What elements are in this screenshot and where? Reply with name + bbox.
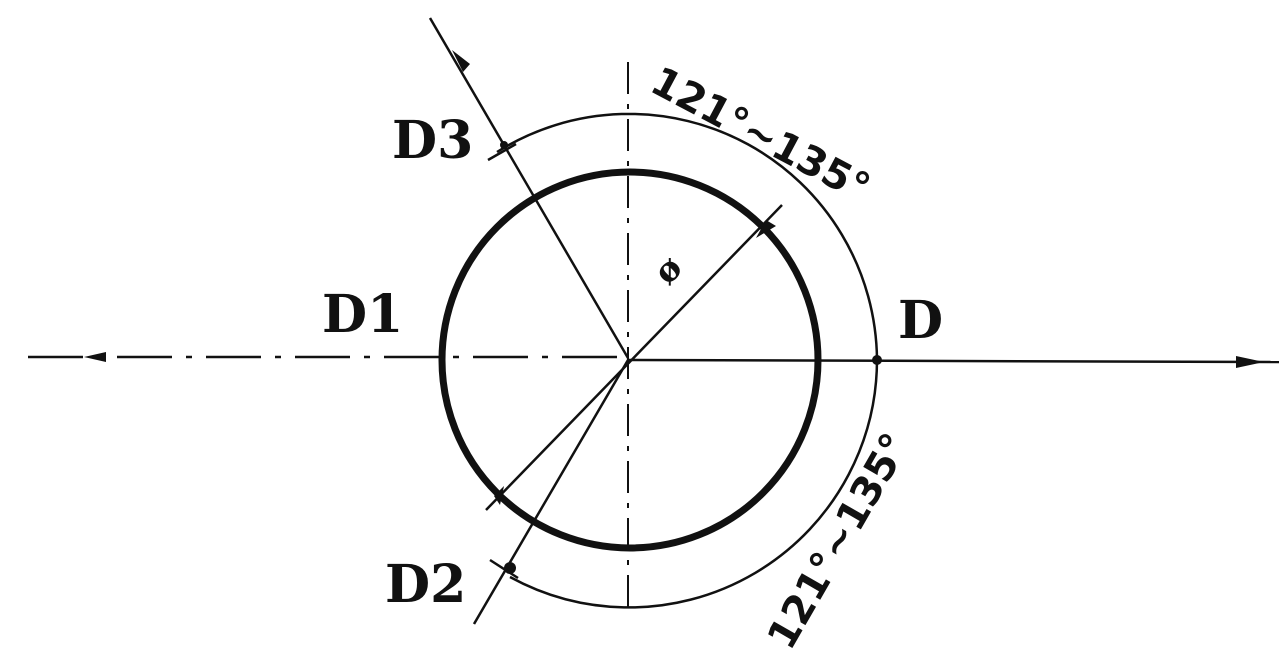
d2-measuring-line <box>472 359 630 625</box>
arc-point-d <box>872 355 882 365</box>
d2-tick <box>489 558 519 580</box>
diameter-arrow-upper <box>756 220 776 238</box>
angle-label-lower: 121°~135° <box>759 426 919 657</box>
diameter-line <box>485 204 783 511</box>
d3-arrowhead <box>452 50 470 72</box>
label-d1: D1 <box>322 284 403 345</box>
label-d2: D2 <box>385 554 466 615</box>
d3-measuring-line <box>428 17 630 359</box>
d3-tick <box>487 142 517 162</box>
label-d3: D3 <box>392 110 473 171</box>
label-d: D <box>898 290 943 351</box>
left-arrowhead <box>84 352 106 362</box>
measured-circle <box>438 168 822 552</box>
diameter-symbol: ø <box>646 248 690 292</box>
horizontal-axis-right <box>627 358 1280 364</box>
right-arrowhead <box>1236 356 1264 368</box>
diameter-arrow-lower <box>494 486 504 505</box>
angle-label-upper: 121°~135° <box>643 58 877 212</box>
